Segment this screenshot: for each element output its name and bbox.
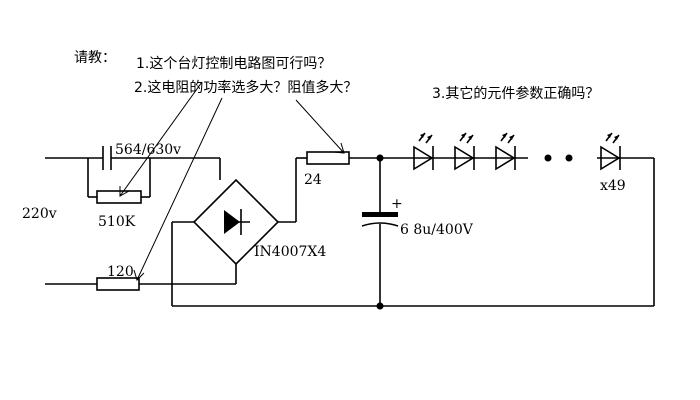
- led-count-label: x49: [600, 178, 626, 194]
- electrolytic-capacitor: [361, 158, 399, 306]
- capacitor-polarity: +: [391, 196, 403, 212]
- led-chain-wire: [410, 157, 655, 306]
- top-input-wire: [45, 157, 221, 180]
- bridge-positive-wire: [278, 157, 307, 223]
- bleeder-resistor: [87, 158, 151, 204]
- led-2: [454, 132, 475, 171]
- bottom-resistor-label: 120: [107, 264, 134, 280]
- question-3: 3.其它的元件参数正确吗？: [432, 85, 599, 102]
- capacitor-label: 564/630v: [115, 142, 181, 158]
- led-3: [495, 132, 516, 171]
- bottom-input-wire: [45, 264, 237, 291]
- pointer-arrow-series-resistor: [295, 99, 345, 154]
- question-intro: 请教：: [74, 50, 116, 66]
- electrolytic-label: 6 8u/400V: [400, 222, 474, 238]
- series-resistor-label: 24: [304, 172, 322, 188]
- bleeder-resistor-label: 510K: [98, 214, 136, 230]
- bridge-rectifier: [192, 178, 280, 266]
- ellipsis-dots: [544, 154, 573, 162]
- led-last: [600, 132, 621, 171]
- led-1: [413, 132, 434, 171]
- capacitor-symbol: [102, 146, 112, 170]
- input-voltage-label: 220v: [22, 206, 57, 222]
- question-2: 2.这电阻的功率选多大？阻值多大？: [134, 79, 357, 96]
- question-1: 1.这个台灯控制电路图可行吗？: [136, 55, 331, 72]
- bridge-negative-wire: [171, 221, 654, 307]
- pointer-arrow-bleed-resistor: [119, 81, 203, 197]
- bridge-label: IN4007X4: [254, 244, 326, 260]
- series-resistor: [306, 151, 410, 165]
- pointer-arrow-bottom-resistor: [133, 97, 223, 281]
